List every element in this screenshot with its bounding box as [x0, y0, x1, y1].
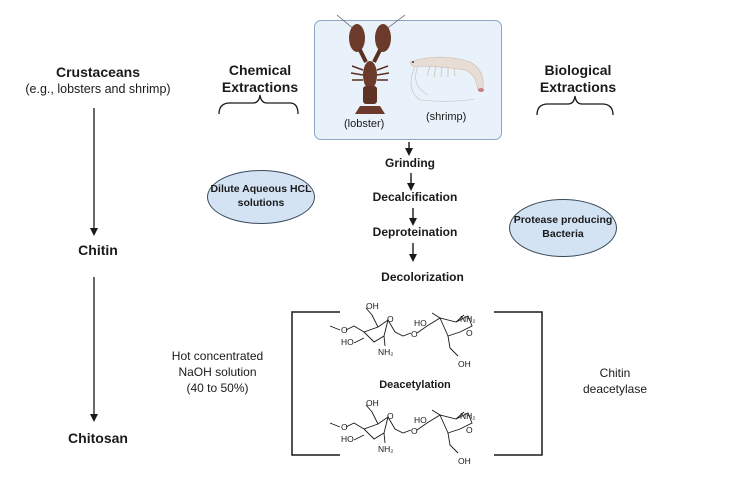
- chitin-structure: OH O HO O NH₂ O HO NH₂ O OH: [329, 301, 476, 369]
- chemical-brace-icon: [218, 94, 299, 115]
- right-bracket: [494, 311, 543, 456]
- lobster-icon: [336, 14, 406, 114]
- svg-text:OH: OH: [458, 456, 471, 466]
- deacetylation-label: Deacetylation: [379, 379, 451, 391]
- svg-text:O: O: [466, 425, 473, 435]
- naoh-condition: Hot concentrated NaOH solution (40 to 50…: [150, 348, 285, 397]
- shrimp-caption: (shrimp): [426, 111, 467, 123]
- organism-panel: [314, 20, 502, 140]
- hcl-line1: Dilute Aqueous HCL: [210, 183, 312, 196]
- svg-text:NH₂: NH₂: [378, 444, 394, 454]
- step-grinding: Grinding: [385, 156, 435, 170]
- svg-text:OH: OH: [458, 359, 471, 369]
- biological-extractions-heading: Biological Extractions: [518, 62, 638, 96]
- svg-text:NH₂: NH₂: [460, 411, 476, 421]
- hcl-solution-ellipse: Dilute Aqueous HCL solutions: [207, 170, 315, 224]
- svg-text:NH₂: NH₂: [378, 347, 394, 357]
- step-decalcification: Decalcification: [372, 190, 458, 204]
- svg-text:NH₂: NH₂: [460, 314, 476, 324]
- step-deproteination: Deproteination: [372, 225, 458, 239]
- svg-text:O: O: [341, 325, 348, 335]
- lobster-caption: (lobster): [344, 118, 385, 130]
- left-bracket: [291, 311, 340, 456]
- svg-text:HO: HO: [341, 434, 354, 444]
- step-decolorization: Decolorization: [381, 270, 464, 284]
- chitin-deacetylase-label: Chitin deacetylase: [565, 365, 665, 397]
- enzyme-line2: deacetylase: [582, 382, 648, 397]
- svg-text:O: O: [411, 426, 418, 436]
- svg-text:O: O: [341, 422, 348, 432]
- protease-line2: Bacteria: [542, 228, 584, 240]
- svg-text:HO: HO: [341, 337, 354, 347]
- svg-text:O: O: [387, 314, 394, 324]
- crustaceans-title: Crustaceans: [55, 64, 141, 80]
- naoh-line3: (40 to 50%): [186, 381, 249, 396]
- naoh-line1: Hot concentrated: [171, 349, 264, 363]
- crustaceans-subtitle: (e.g., lobsters and shrimp): [25, 82, 171, 96]
- chitosan-label: Chitosan: [68, 430, 128, 446]
- chemical-heading-line1: Chemical: [228, 62, 292, 78]
- protease-bacteria-ellipse: Protease producing Bacteria: [509, 199, 617, 257]
- naoh-line2: NaOH solution: [178, 365, 257, 380]
- svg-text:HO: HO: [414, 318, 427, 328]
- chitosan-structure: OH O HO O NH₂ O HO NH₂ O OH: [329, 398, 476, 466]
- biological-heading-line1: Biological: [544, 62, 612, 78]
- svg-text:O: O: [466, 328, 473, 338]
- chitin-label: Chitin: [78, 242, 118, 258]
- chemical-heading-line2: Extractions: [221, 78, 299, 95]
- shrimp-icon: [409, 56, 484, 102]
- svg-text:O: O: [411, 329, 418, 339]
- biological-brace-icon: [536, 95, 614, 116]
- protease-line1: Protease producing: [513, 214, 613, 227]
- hcl-line2: solutions: [237, 197, 285, 209]
- enzyme-line1: Chitin: [599, 366, 631, 380]
- crustaceans-label: Crustaceans (e.g., lobsters and shrimp): [18, 64, 178, 96]
- biological-heading-line2: Extractions: [539, 78, 617, 95]
- svg-text:OH: OH: [366, 398, 379, 408]
- chemical-extractions-heading: Chemical Extractions: [205, 62, 315, 96]
- svg-text:HO: HO: [414, 415, 427, 425]
- svg-text:O: O: [387, 411, 394, 421]
- oh-label: OH: [366, 301, 379, 311]
